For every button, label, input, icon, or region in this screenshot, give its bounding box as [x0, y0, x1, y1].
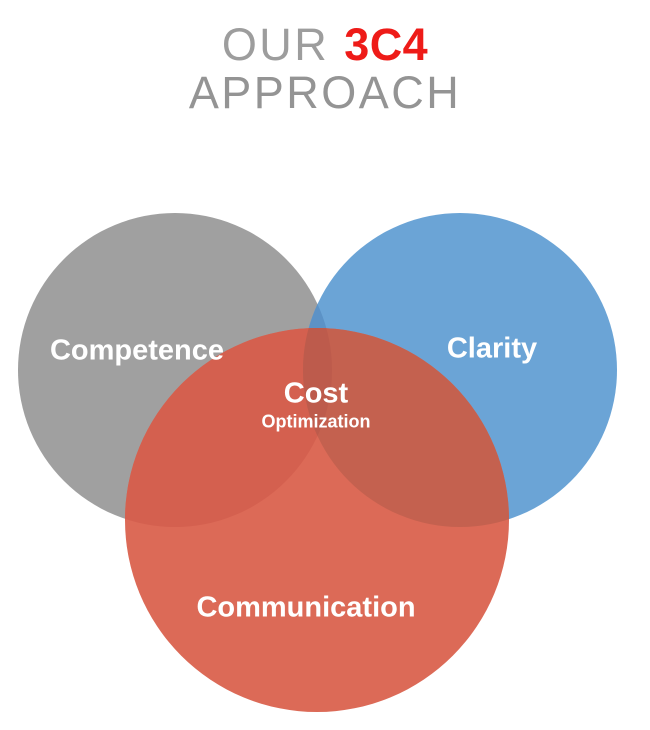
page-title: OUR 3C4 APPROACH [0, 22, 650, 116]
title-word-our: OUR [221, 19, 330, 70]
label-communication: Communication [196, 591, 416, 624]
label-clarity: Clarity [446, 332, 538, 365]
title-line-one: OUR 3C4 [0, 22, 650, 68]
label-center-cost-optimization: Cost Optimization [262, 378, 371, 433]
title-word-highlight: 3C4 [344, 19, 429, 70]
title-line-two: APPROACH [188, 66, 462, 118]
label-competence: Competence [49, 334, 225, 367]
label-cost-secondary: Optimization [261, 411, 371, 432]
label-cost-primary: Cost [283, 377, 349, 410]
